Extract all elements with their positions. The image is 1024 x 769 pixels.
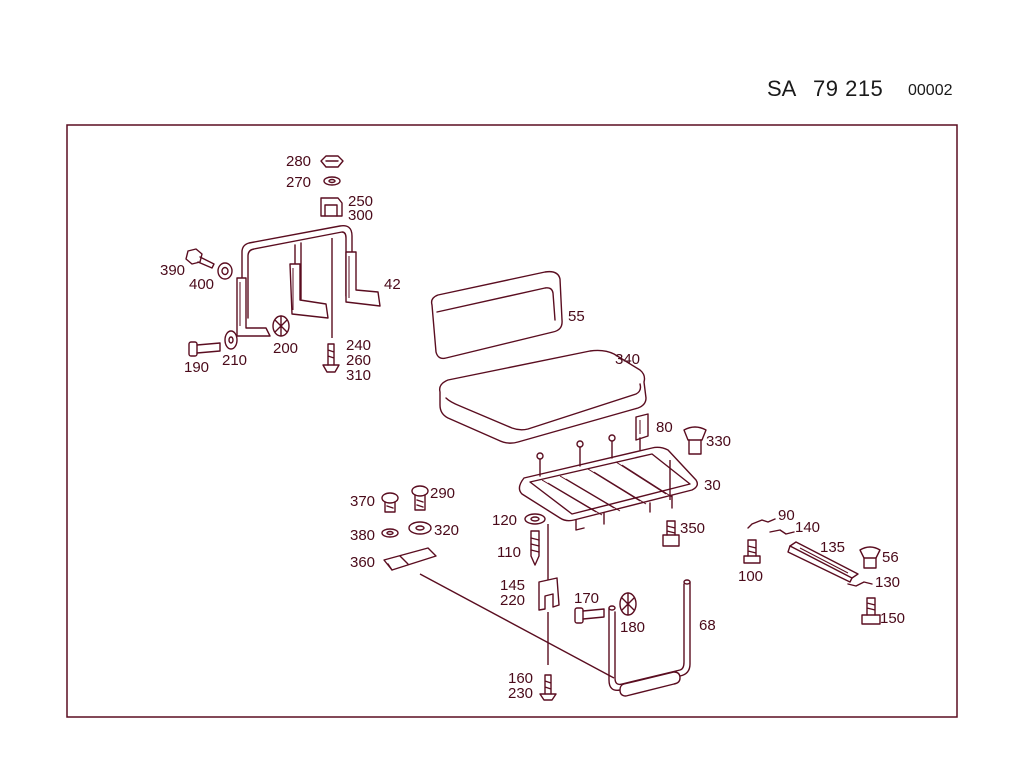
drawing-header: SA 79 215 00002 bbox=[0, 0, 1024, 110]
label-290: 290 bbox=[430, 485, 455, 502]
frame-42 bbox=[236, 225, 381, 338]
label-150: 150 bbox=[880, 610, 905, 627]
washer-210 bbox=[224, 330, 238, 350]
bumper-56 bbox=[859, 546, 881, 569]
label-190: 190 bbox=[184, 359, 209, 376]
screw-150 bbox=[861, 597, 881, 625]
label-68: 68 bbox=[699, 617, 716, 634]
label-380: 380 bbox=[350, 527, 375, 544]
label-30: 30 bbox=[704, 477, 721, 494]
clip-80 bbox=[635, 413, 649, 441]
drawing-prefix: SA bbox=[767, 76, 797, 101]
label-280: 280 bbox=[286, 153, 311, 170]
screw-160 bbox=[539, 674, 557, 701]
clip-90 bbox=[747, 518, 776, 529]
label-200: 200 bbox=[273, 340, 298, 357]
screw-240 bbox=[322, 343, 340, 373]
label-350: 350 bbox=[680, 520, 705, 537]
diagram-frame bbox=[66, 124, 958, 718]
washer-320 bbox=[408, 521, 432, 535]
label-140: 140 bbox=[795, 519, 820, 536]
backrest-cushion-55 bbox=[430, 270, 563, 360]
washer-270 bbox=[323, 176, 341, 186]
label-160: 160 bbox=[508, 670, 533, 687]
label-390: 390 bbox=[160, 262, 185, 279]
label-56: 56 bbox=[882, 549, 899, 566]
label-110: 110 bbox=[497, 544, 521, 561]
label-260: 260 bbox=[346, 352, 371, 369]
washer-120 bbox=[524, 513, 546, 525]
screw-290 bbox=[411, 485, 429, 511]
plate-360 bbox=[383, 547, 615, 679]
label-80: 80 bbox=[656, 419, 673, 436]
bolt-390 bbox=[185, 248, 215, 269]
label-120: 120 bbox=[492, 512, 517, 529]
label-42: 42 bbox=[384, 276, 401, 293]
label-250: 250 bbox=[348, 193, 373, 210]
label-180: 180 bbox=[620, 619, 645, 636]
label-135: 135 bbox=[820, 539, 845, 556]
washer-400 bbox=[217, 262, 233, 280]
rail-135 bbox=[787, 541, 859, 583]
label-310: 310 bbox=[346, 367, 371, 384]
label-370: 370 bbox=[350, 493, 375, 510]
leg-68 bbox=[608, 579, 691, 697]
label-270: 270 bbox=[286, 174, 311, 191]
drawing-number: 79 215 bbox=[813, 76, 884, 101]
screw-110 bbox=[530, 530, 540, 566]
label-130: 130 bbox=[875, 574, 900, 591]
label-300: 300 bbox=[348, 207, 373, 224]
clip-250 bbox=[320, 197, 343, 217]
label-145: 145 bbox=[500, 577, 525, 594]
label-100: 100 bbox=[738, 568, 763, 585]
label-55: 55 bbox=[568, 308, 585, 325]
seat-frame-30 bbox=[518, 434, 699, 531]
spring-130 bbox=[847, 581, 873, 587]
spring-140 bbox=[769, 529, 795, 535]
label-400: 400 bbox=[189, 276, 214, 293]
label-360: 360 bbox=[350, 554, 375, 571]
seat-cushion-340 bbox=[438, 349, 647, 444]
label-90: 90 bbox=[778, 507, 795, 524]
bushing-180 bbox=[619, 592, 637, 616]
washer-380 bbox=[381, 528, 399, 538]
bolt-190 bbox=[188, 341, 221, 357]
clamp-145 bbox=[538, 577, 560, 611]
label-320: 320 bbox=[434, 522, 459, 539]
screw-370 bbox=[381, 492, 399, 513]
label-220: 220 bbox=[500, 592, 525, 609]
label-230: 230 bbox=[508, 685, 533, 702]
label-210: 210 bbox=[222, 352, 247, 369]
bumper-330 bbox=[669, 426, 707, 500]
label-330: 330 bbox=[706, 433, 731, 450]
nut-280 bbox=[320, 155, 344, 168]
bolt-350 bbox=[662, 520, 680, 547]
screw-100 bbox=[743, 539, 761, 564]
label-240: 240 bbox=[346, 337, 371, 354]
label-340: 340 bbox=[615, 351, 640, 368]
bushing-200 bbox=[272, 315, 290, 337]
bolt-170 bbox=[574, 607, 605, 624]
label-170: 170 bbox=[574, 590, 599, 607]
drawing-sequence: 00002 bbox=[908, 82, 953, 99]
